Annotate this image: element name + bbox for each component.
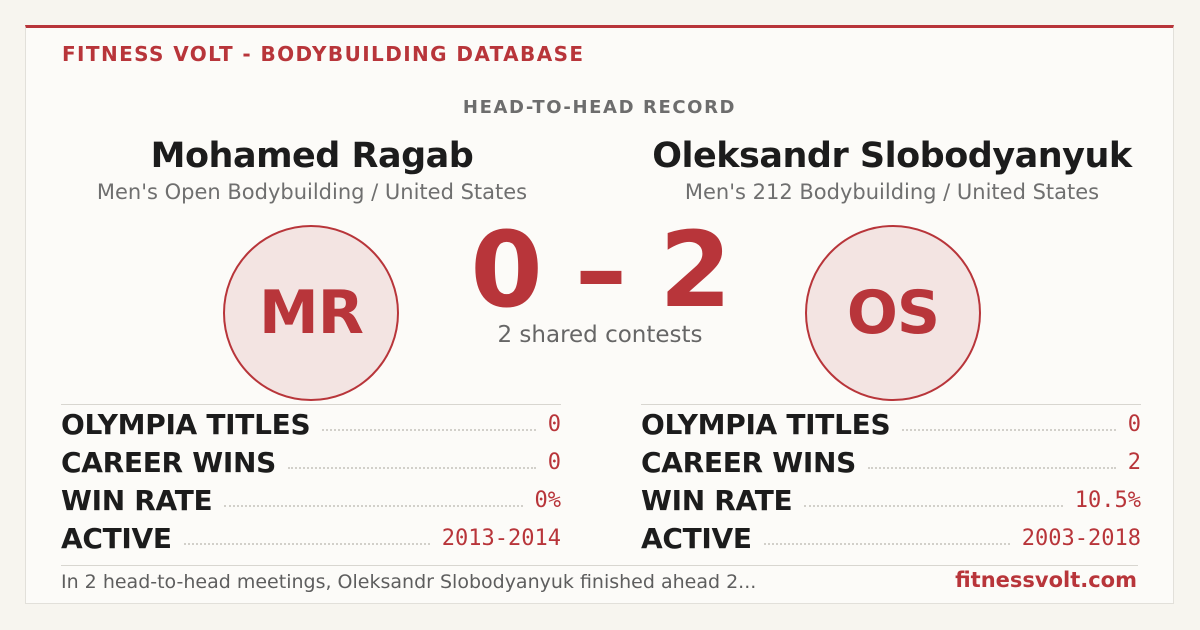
- stat-row: ACTIVE 2013-2014: [61, 519, 561, 557]
- left-fighter-name[interactable]: Mohamed Ragab: [150, 136, 474, 176]
- stat-label: OLYMPIA TITLES: [641, 407, 891, 441]
- site-link[interactable]: fitnessvolt.com: [955, 568, 1137, 592]
- stat-value: 0: [547, 411, 561, 437]
- shared-contests: 2 shared contests: [497, 322, 703, 348]
- dot-leader: [224, 505, 523, 507]
- head-to-head-score: 0 – 2: [470, 209, 731, 331]
- stat-row: OLYMPIA TITLES 0: [641, 405, 1141, 443]
- stat-label: CAREER WINS: [61, 445, 276, 479]
- dot-leader: [287, 467, 536, 469]
- record-title: HEAD-TO-HEAD RECORD: [462, 97, 737, 118]
- stat-value: 0%: [534, 487, 562, 513]
- dot-leader: [763, 543, 1010, 545]
- left-fighter-division: Men's Open Bodybuilding / United States: [96, 180, 528, 204]
- stat-value: 0: [547, 449, 561, 475]
- stat-label: WIN RATE: [61, 483, 213, 517]
- right-stats-list: OLYMPIA TITLES 0 CAREER WINS 2 WIN RATE …: [641, 404, 1141, 557]
- stat-value: 2: [1127, 449, 1141, 475]
- right-fighter-name[interactable]: Oleksandr Slobodyanyuk: [652, 136, 1132, 176]
- stat-label: WIN RATE: [641, 483, 793, 517]
- stat-label: CAREER WINS: [641, 445, 856, 479]
- dot-leader: [867, 467, 1116, 469]
- footer-divider: [61, 565, 1138, 566]
- summary-text: In 2 head-to-head meetings, Oleksandr Sl…: [61, 571, 757, 593]
- left-avatar[interactable]: MR: [223, 225, 399, 401]
- right-avatar[interactable]: OS: [805, 225, 981, 401]
- dot-leader: [902, 429, 1116, 431]
- head-to-head-card: FITNESS VOLT - BODYBUILDING DATABASE HEA…: [25, 25, 1174, 604]
- left-stats-list: OLYMPIA TITLES 0 CAREER WINS 0 WIN RATE …: [61, 404, 561, 557]
- stat-row: OLYMPIA TITLES 0: [61, 405, 561, 443]
- stat-row: WIN RATE 10.5%: [641, 481, 1141, 519]
- stat-value: 10.5%: [1074, 487, 1141, 513]
- right-fighter-division: Men's 212 Bodybuilding / United States: [684, 180, 1100, 204]
- stat-row: CAREER WINS 2: [641, 443, 1141, 481]
- stat-row: WIN RATE 0%: [61, 481, 561, 519]
- dot-leader: [322, 429, 536, 431]
- dot-leader: [804, 505, 1063, 507]
- stat-value: 2013-2014: [441, 525, 561, 551]
- stat-value: 2003-2018: [1021, 525, 1141, 551]
- stat-value: 0: [1127, 411, 1141, 437]
- dot-leader: [183, 543, 430, 545]
- stat-label: ACTIVE: [61, 521, 172, 555]
- stat-label: ACTIVE: [641, 521, 752, 555]
- stat-row: CAREER WINS 0: [61, 443, 561, 481]
- brand-title: FITNESS VOLT - BODYBUILDING DATABASE: [62, 42, 585, 66]
- stat-row: ACTIVE 2003-2018: [641, 519, 1141, 557]
- stat-label: OLYMPIA TITLES: [61, 407, 311, 441]
